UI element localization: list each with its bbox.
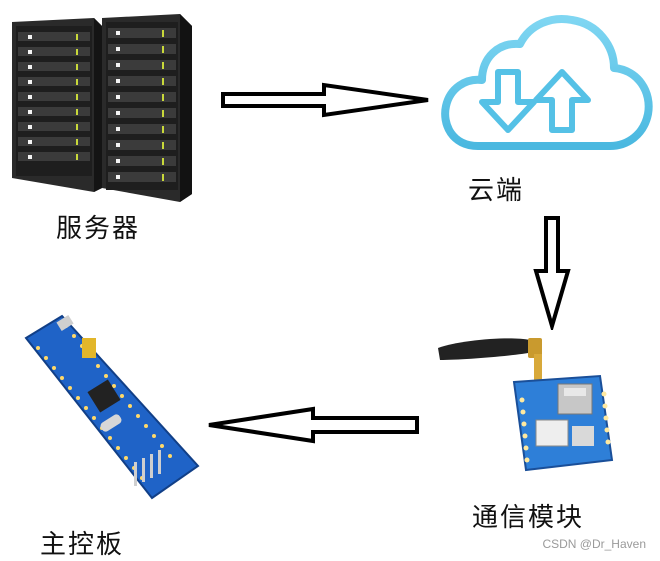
microcontroller-board-icon [24, 314, 200, 500]
watermark: CSDN @Dr_Haven [542, 537, 646, 551]
server-rack-icon [12, 14, 192, 202]
gsm-module-antenna-icon [438, 338, 614, 472]
arrow-cloud-to-comm-module [533, 216, 571, 330]
comm-module-label: 通信模块 [472, 503, 585, 533]
main-board-label: 主控板 [40, 530, 125, 560]
server-label: 服务器 [56, 214, 141, 244]
cloud-upload-download-icon [441, 15, 653, 150]
arrow-server-to-cloud [221, 82, 429, 118]
arrow-comm-module-to-main-board [208, 406, 419, 444]
cloud-label: 云端 [468, 176, 525, 206]
